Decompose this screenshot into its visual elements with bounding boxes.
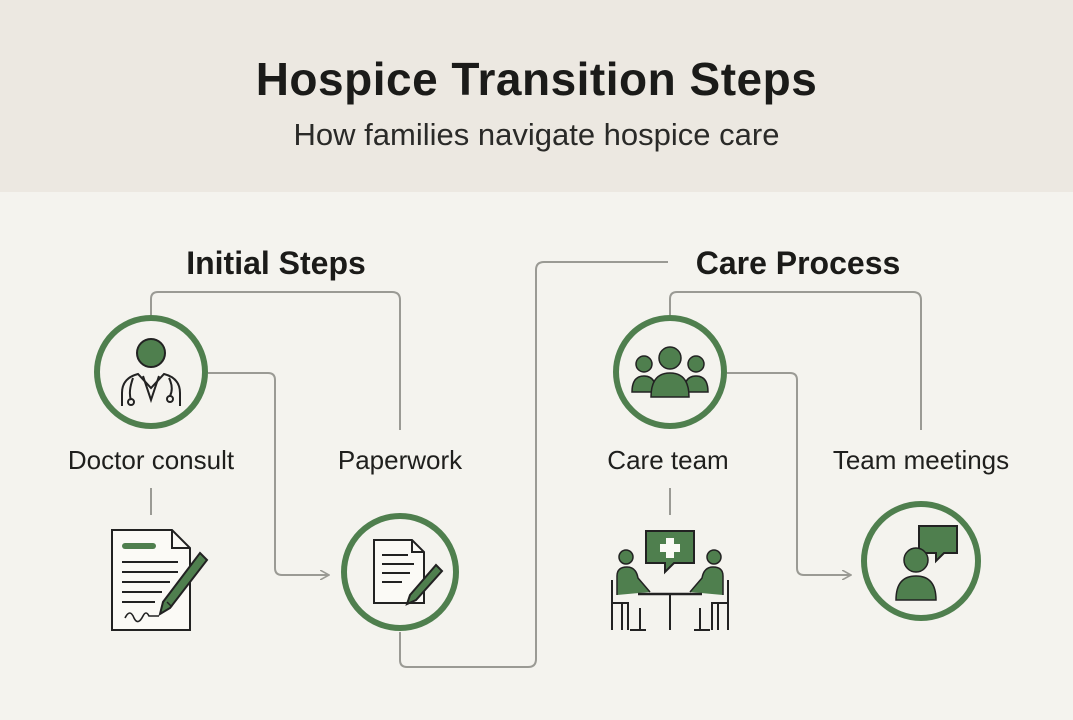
connector-initial-bracket: [150, 291, 401, 430]
step-label-paperwork: Paperwork: [337, 445, 463, 475]
connector-doctor-to-paperwork: [208, 372, 328, 575]
page-title: Hospice Transition Steps: [255, 53, 818, 105]
section-title-care: Care Process: [695, 245, 901, 281]
section-title-initial: Initial Steps: [186, 245, 366, 281]
connector-paperwork-to-care: [399, 261, 668, 668]
step-label-care-team: Care team: [607, 445, 729, 475]
connector-careteam-to-meetings: [727, 372, 850, 575]
connector-care-bracket: [669, 291, 922, 430]
step-label-team-meetings: Team meetings: [832, 445, 1010, 475]
header-band: Hospice Transition Steps How families na…: [0, 0, 1073, 192]
page-subtitle: How families navigate hospice care: [293, 117, 780, 152]
step-label-doctor-consult: Doctor consult: [67, 445, 235, 475]
